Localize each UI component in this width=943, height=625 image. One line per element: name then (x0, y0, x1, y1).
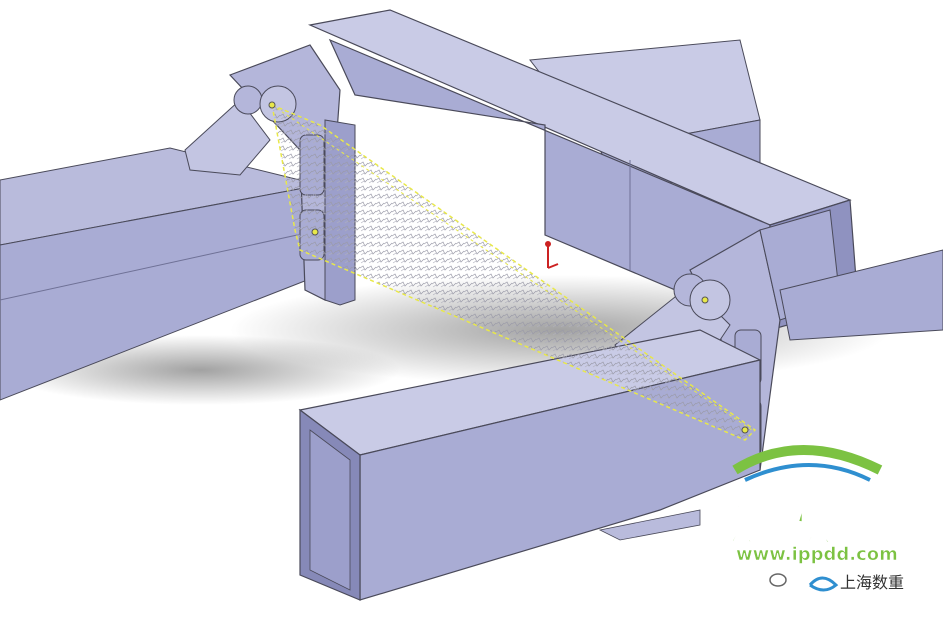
origin-axis-icon (545, 241, 559, 269)
watermark-logo-char-2: 机 (790, 497, 836, 551)
account-name: 上海数重 (840, 573, 904, 592)
sketch-plane[interactable] (268, 101, 757, 441)
account-badge (769, 573, 839, 592)
watermark-logo-char-1: 港 (728, 497, 775, 551)
watermark-url: www.ippdd.com (736, 544, 898, 565)
rail-girder-right[interactable] (779, 249, 943, 341)
watermark-logo (732, 445, 883, 482)
watermark-logo-char-3: 圈 (852, 497, 898, 551)
